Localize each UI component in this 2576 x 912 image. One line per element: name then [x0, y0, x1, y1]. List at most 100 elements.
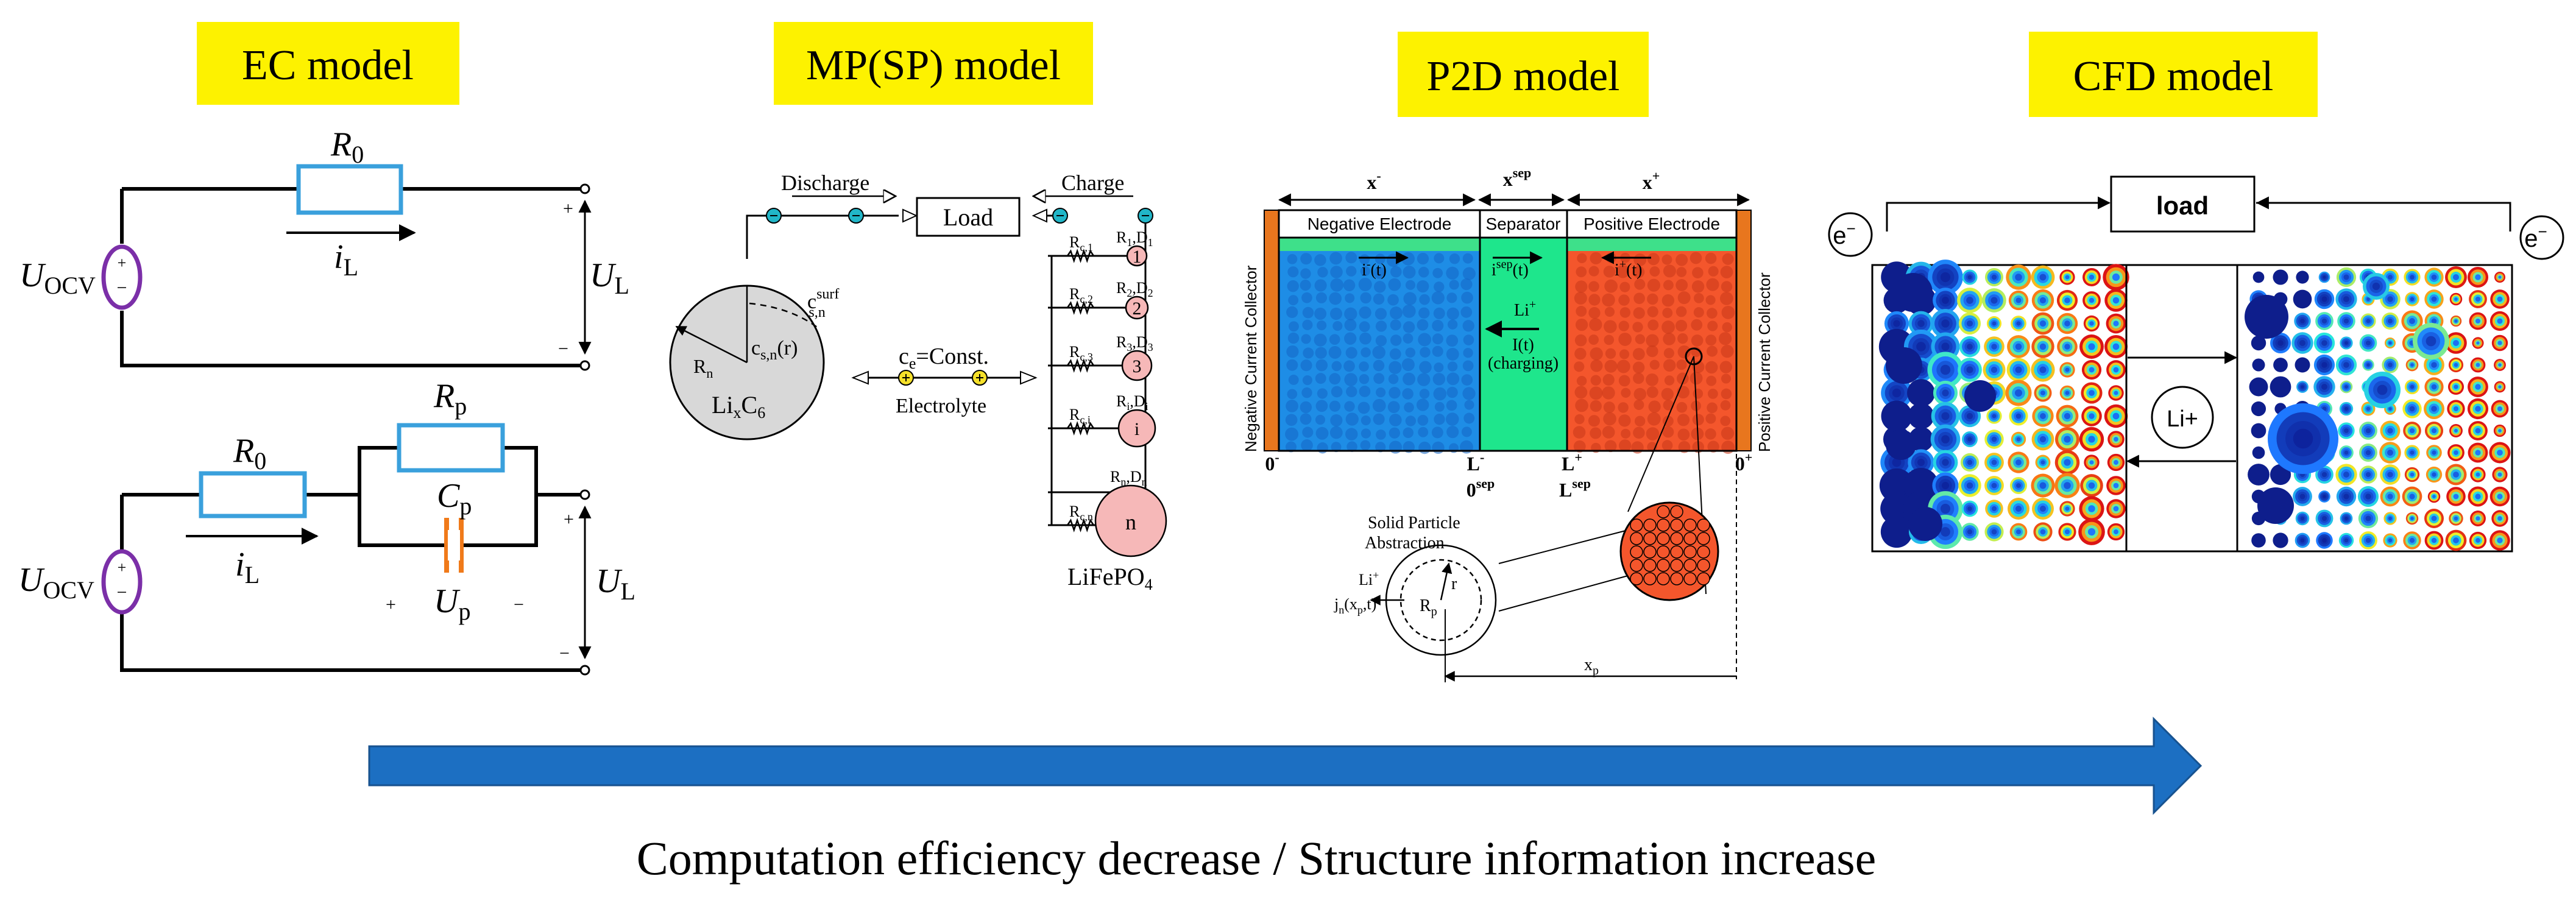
p2d-neg-dot	[1329, 307, 1343, 320]
ec-bottom-il-label: iL	[235, 546, 260, 589]
cfd-particle	[2363, 273, 2390, 300]
p2d-neg-dot	[1386, 253, 1400, 267]
cfd-particle	[2031, 265, 2055, 289]
p2d-neg-dot	[1389, 361, 1402, 374]
cfd-particle	[2104, 289, 2128, 312]
p2d-pos-dot	[1675, 253, 1688, 266]
p2d-neg-dot	[1287, 280, 1299, 292]
p2d-pos-dot	[1721, 440, 1735, 454]
cfd-li-circle	[2151, 386, 2214, 449]
p2d-pos-dot	[1589, 386, 1603, 400]
cfd-particle	[2469, 312, 2487, 330]
p2d-pos-dot	[1705, 295, 1716, 305]
p2d-pos-dot	[1619, 439, 1632, 452]
mp-load-arrow-right	[1031, 208, 1047, 223]
p2d-zoom-origin	[1685, 347, 1703, 366]
p2d-separator-label: Separator	[1486, 214, 1561, 233]
p2d-pos-dot	[1633, 400, 1644, 411]
p2d-pos-dot	[1590, 400, 1602, 412]
p2d-pos-dot	[1705, 334, 1717, 346]
ec-bottom-rp-label: Rp	[433, 377, 467, 420]
cfd-particle	[2273, 358, 2288, 372]
cfd-particle	[2257, 487, 2294, 524]
p2d-i-sep: isep(t)	[1491, 258, 1529, 280]
mp-branch-rd: Rn,Dn	[1110, 468, 1147, 488]
p2d-neg-dot	[1389, 427, 1400, 439]
cfd-particle	[2054, 450, 2080, 475]
mp-load-label: Load	[943, 203, 993, 231]
cfd-particle	[2445, 464, 2467, 486]
cfd-particle	[2295, 511, 2310, 526]
p2d-pos-dot	[1590, 375, 1601, 386]
mp-load-arrow-left	[902, 208, 918, 223]
cfd-particle	[2445, 332, 2467, 354]
p2d-neg-dot	[1418, 441, 1431, 454]
mp-branch-rc: Rc,i	[1069, 406, 1091, 426]
cfd-particle	[2405, 512, 2419, 525]
p2d-neg-dot	[1405, 280, 1416, 290]
cfd-particle	[2313, 354, 2335, 376]
p2d-pos-dot	[1618, 414, 1631, 427]
p2d-pos-dot	[1588, 415, 1601, 427]
cfd-particle	[2009, 476, 2028, 495]
p2d-neg-dot	[1462, 360, 1474, 372]
cfd-particle	[2054, 473, 2080, 498]
p2d-neg-dot	[1286, 345, 1299, 358]
p2d-i-plus: i+(t)	[1615, 258, 1643, 280]
mp-branch-particle	[1121, 350, 1153, 381]
p2d-pos-dot	[1574, 414, 1585, 425]
p2d-neg-dot	[1403, 292, 1417, 305]
p2d-pos-dot	[1588, 281, 1599, 292]
mp-branch-resistor	[1066, 421, 1095, 436]
cfd-e-right-circle	[2519, 215, 2564, 260]
cfd-particle	[2489, 530, 2510, 551]
ec-top-r0-resistor	[296, 164, 403, 215]
p2d-neg-dot	[1287, 253, 1298, 264]
p2d-pos-dot	[1691, 334, 1704, 347]
p2d-pos-dot	[1693, 388, 1704, 399]
cfd-particle	[1928, 260, 1963, 295]
cfd-particle	[2359, 465, 2377, 484]
p2d-neg-dot	[1446, 386, 1458, 398]
cfd-particle	[2273, 269, 2288, 285]
ec-bottom-minus: −	[559, 643, 570, 663]
p2d-neg-dot	[1317, 320, 1327, 331]
p2d-pos-dot	[1692, 414, 1704, 426]
ec-top-circuit	[120, 187, 585, 367]
p2d-neg-dot	[1344, 319, 1357, 331]
p2d-neg-dot	[1302, 306, 1314, 319]
cfd-title: CFD model	[2029, 32, 2318, 117]
p2d-neg-dot	[1434, 281, 1445, 292]
cfd-particle	[1984, 522, 2004, 542]
cfd-particle	[1986, 316, 2002, 331]
p2d-neg-dot	[1446, 334, 1459, 347]
p2d-pos-dot	[1588, 334, 1599, 345]
p2d-neg-dot	[1390, 334, 1402, 346]
p2d-pos-dot	[1603, 412, 1616, 426]
svg-text:−: −	[117, 582, 127, 603]
mp-branch-particle	[1125, 295, 1149, 320]
cfd-particle	[2359, 444, 2377, 462]
p2d-pos-dot	[1661, 254, 1672, 265]
p2d-pos-dot	[1647, 253, 1660, 266]
p2d-pos-dot	[1616, 264, 1630, 278]
ec-top-terminal-bottom	[579, 360, 590, 371]
p2d-neg-dot	[1446, 425, 1459, 439]
p2d-pos-dot	[1602, 373, 1615, 386]
p2d-pos-dot	[1574, 361, 1585, 372]
p2d-pos-dot	[1575, 280, 1588, 293]
p2d-neg-dot	[1373, 413, 1385, 425]
p2d-zoom-dot	[1630, 572, 1643, 585]
ec-top-uocv-label: UOCV	[19, 256, 96, 299]
p2d-neg-dot	[1344, 373, 1357, 386]
cfd-particle	[2248, 464, 2270, 486]
p2d-zoom-dot	[1683, 545, 1697, 559]
cfd-particle	[2359, 531, 2377, 550]
cfd-particle	[2318, 271, 2330, 283]
cfd-particle	[2447, 378, 2465, 395]
cfd-particle	[2362, 359, 2374, 371]
p2d-neg-dot	[1331, 361, 1342, 372]
p2d-neg-dot	[1343, 279, 1356, 292]
cfd-title-text: CFD model	[2073, 53, 2274, 100]
